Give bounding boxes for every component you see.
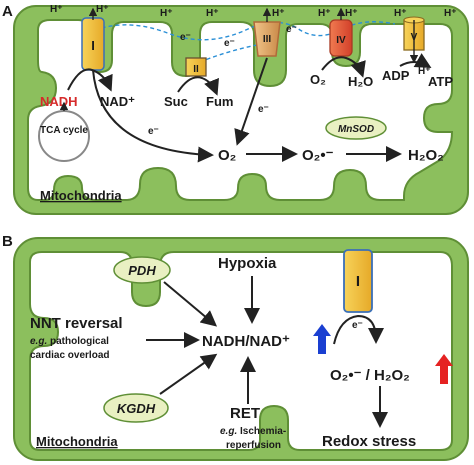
nnt-reversal-label: NNT reversal [30,315,123,332]
tca-cycle: TCA cycle [38,110,90,162]
complex-ii: II [185,57,207,77]
tca-label: TCA cycle [40,125,88,136]
ret-example-line1: e.g. Ischemia- [220,426,286,437]
mnsod-enzyme: MnSOD [325,116,387,140]
h-plus-label: H⁺ [50,4,63,15]
nadh-oxidation-arrow [67,68,113,92]
complex-i: I [81,17,105,71]
ros-label: O₂•⁻ / H₂O₂ [330,367,410,384]
h-plus-label: H⁺ [160,8,173,19]
h-plus-label: H⁺ [394,8,407,19]
svg-text:I: I [91,38,95,53]
kgdh-enzyme: KGDH [103,393,169,423]
adp-label: ADP [382,68,410,83]
ret-example-line2: reperfusion [226,440,281,451]
redox-stress-label: Redox stress [322,433,416,450]
electron-label: e⁻ [286,24,297,35]
fumarate-label: Fum [206,94,233,109]
succinate-label: Suc [164,94,188,109]
superoxide-label: O₂•⁻ [302,147,334,164]
oxygen-main-label: O₂ [218,147,236,164]
nadh-label: NADH [40,94,78,109]
mitochondria-label: Mitochondria [40,188,122,203]
complex-i-b: I [343,249,373,313]
panel-b-letter: B [2,233,13,250]
complex-i-electron-arrow [333,314,384,345]
pdh-arrow [163,281,218,327]
complex-i-leak-arrow [92,69,214,163]
electron-label: e⁻ [258,104,269,115]
succinate-oxidation-arrow [177,76,219,96]
nnt-example-line1: e.g. pathological [30,336,109,347]
svg-text:III: III [263,34,272,45]
svg-text:I: I [356,273,360,290]
h-plus-label: H⁺ [272,8,285,19]
oxygen-reduction-arrow [321,56,366,78]
electron-label: e⁻ [224,38,235,49]
increase-arrow-red [435,354,453,384]
nnt-example-line2: cardiac overload [30,350,109,361]
complex-iii: III [253,21,281,57]
h-plus-label: H⁺ [206,8,219,19]
oxygen-label: O₂ [310,72,326,87]
electron-label: e⁻ [180,32,191,43]
water-label: H₂O [348,74,373,89]
h-plus-label: H⁺ [96,4,109,15]
mitochondria-label-b: Mitochondria [36,434,118,449]
atp-label: ATP [428,74,453,89]
svg-text:KGDH: KGDH [117,401,156,416]
ret-label: RET [230,405,260,422]
complex-iii-leak-arrow [234,57,268,146]
panel-a-letter: A [2,3,13,20]
svg-text:IV: IV [336,35,346,46]
increase-arrow-blue [313,324,331,354]
atp-synthesis-arrow [399,53,432,68]
nadh-nad-ratio-label: NADH/NAD⁺ [202,333,290,350]
pdh-enzyme: PDH [113,256,171,284]
svg-text:MnSOD: MnSOD [338,124,374,135]
h-plus-label: H⁺ [418,66,431,77]
hypoxia-label: Hypoxia [218,255,277,272]
h-plus-label: H⁺ [444,8,457,19]
h-plus-label: H⁺ [345,8,358,19]
h-plus-label: H⁺ [318,8,331,19]
nad-plus-label: NAD⁺ [100,94,135,109]
kgdh-arrow [159,353,218,395]
hydrogen-peroxide-label: H₂O₂ [408,147,444,164]
svg-text:PDH: PDH [128,263,156,278]
svg-text:II: II [193,64,199,75]
electron-label: e⁻ [352,320,363,331]
complex-iv: IV [329,19,353,57]
electron-label: e⁻ [148,126,159,137]
